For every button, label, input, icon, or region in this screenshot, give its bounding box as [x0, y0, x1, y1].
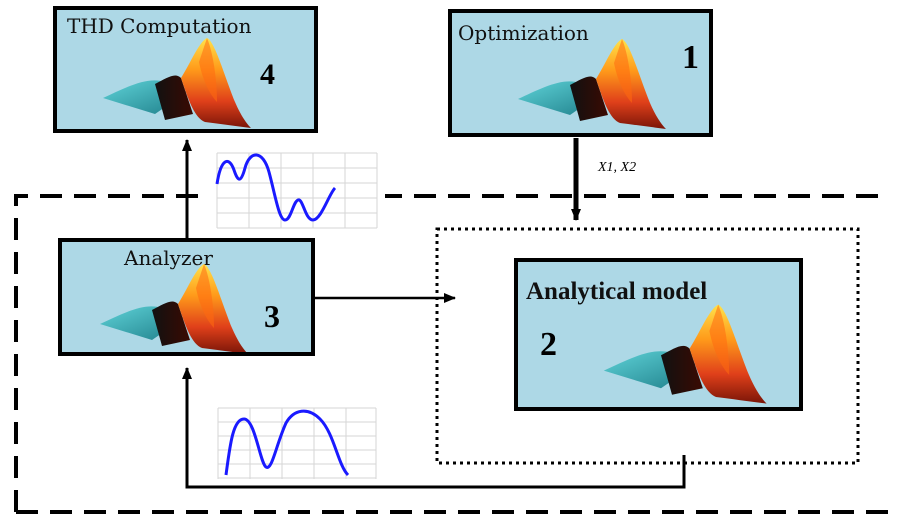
block-title: Analyzer	[124, 246, 213, 270]
analytical-model-block: Analytical model 2	[514, 258, 803, 411]
double-hump-waveform-plot-icon	[208, 405, 380, 485]
optimization-output-label: X1, X2	[598, 160, 637, 175]
arrow-model-feedback-to-analyzer	[182, 367, 686, 489]
model-subsystem-boundary	[435, 227, 860, 465]
matlab-membrane-logo-icon	[100, 264, 248, 352]
block-number: 1	[682, 39, 699, 76]
block-title: THD Computation	[67, 14, 252, 38]
analyzer-block: Analyzer 3	[58, 238, 315, 356]
block-title: Optimization	[458, 21, 589, 45]
thd-computation-block: THD Computation 4	[53, 6, 318, 133]
optimization-block: Optimization 1	[448, 9, 713, 137]
matlab-membrane-logo-icon	[603, 304, 767, 404]
sine-waveform-plot-icon	[205, 148, 385, 234]
block-number: 3	[264, 298, 280, 334]
outer-dashed-boundary	[14, 194, 888, 514]
block-number: 2	[540, 326, 557, 363]
block-title: Analytical model	[526, 278, 708, 305]
matlab-membrane-logo-icon	[518, 39, 666, 129]
matlab-membrane-logo-icon	[103, 38, 251, 128]
block-number: 4	[260, 58, 275, 91]
